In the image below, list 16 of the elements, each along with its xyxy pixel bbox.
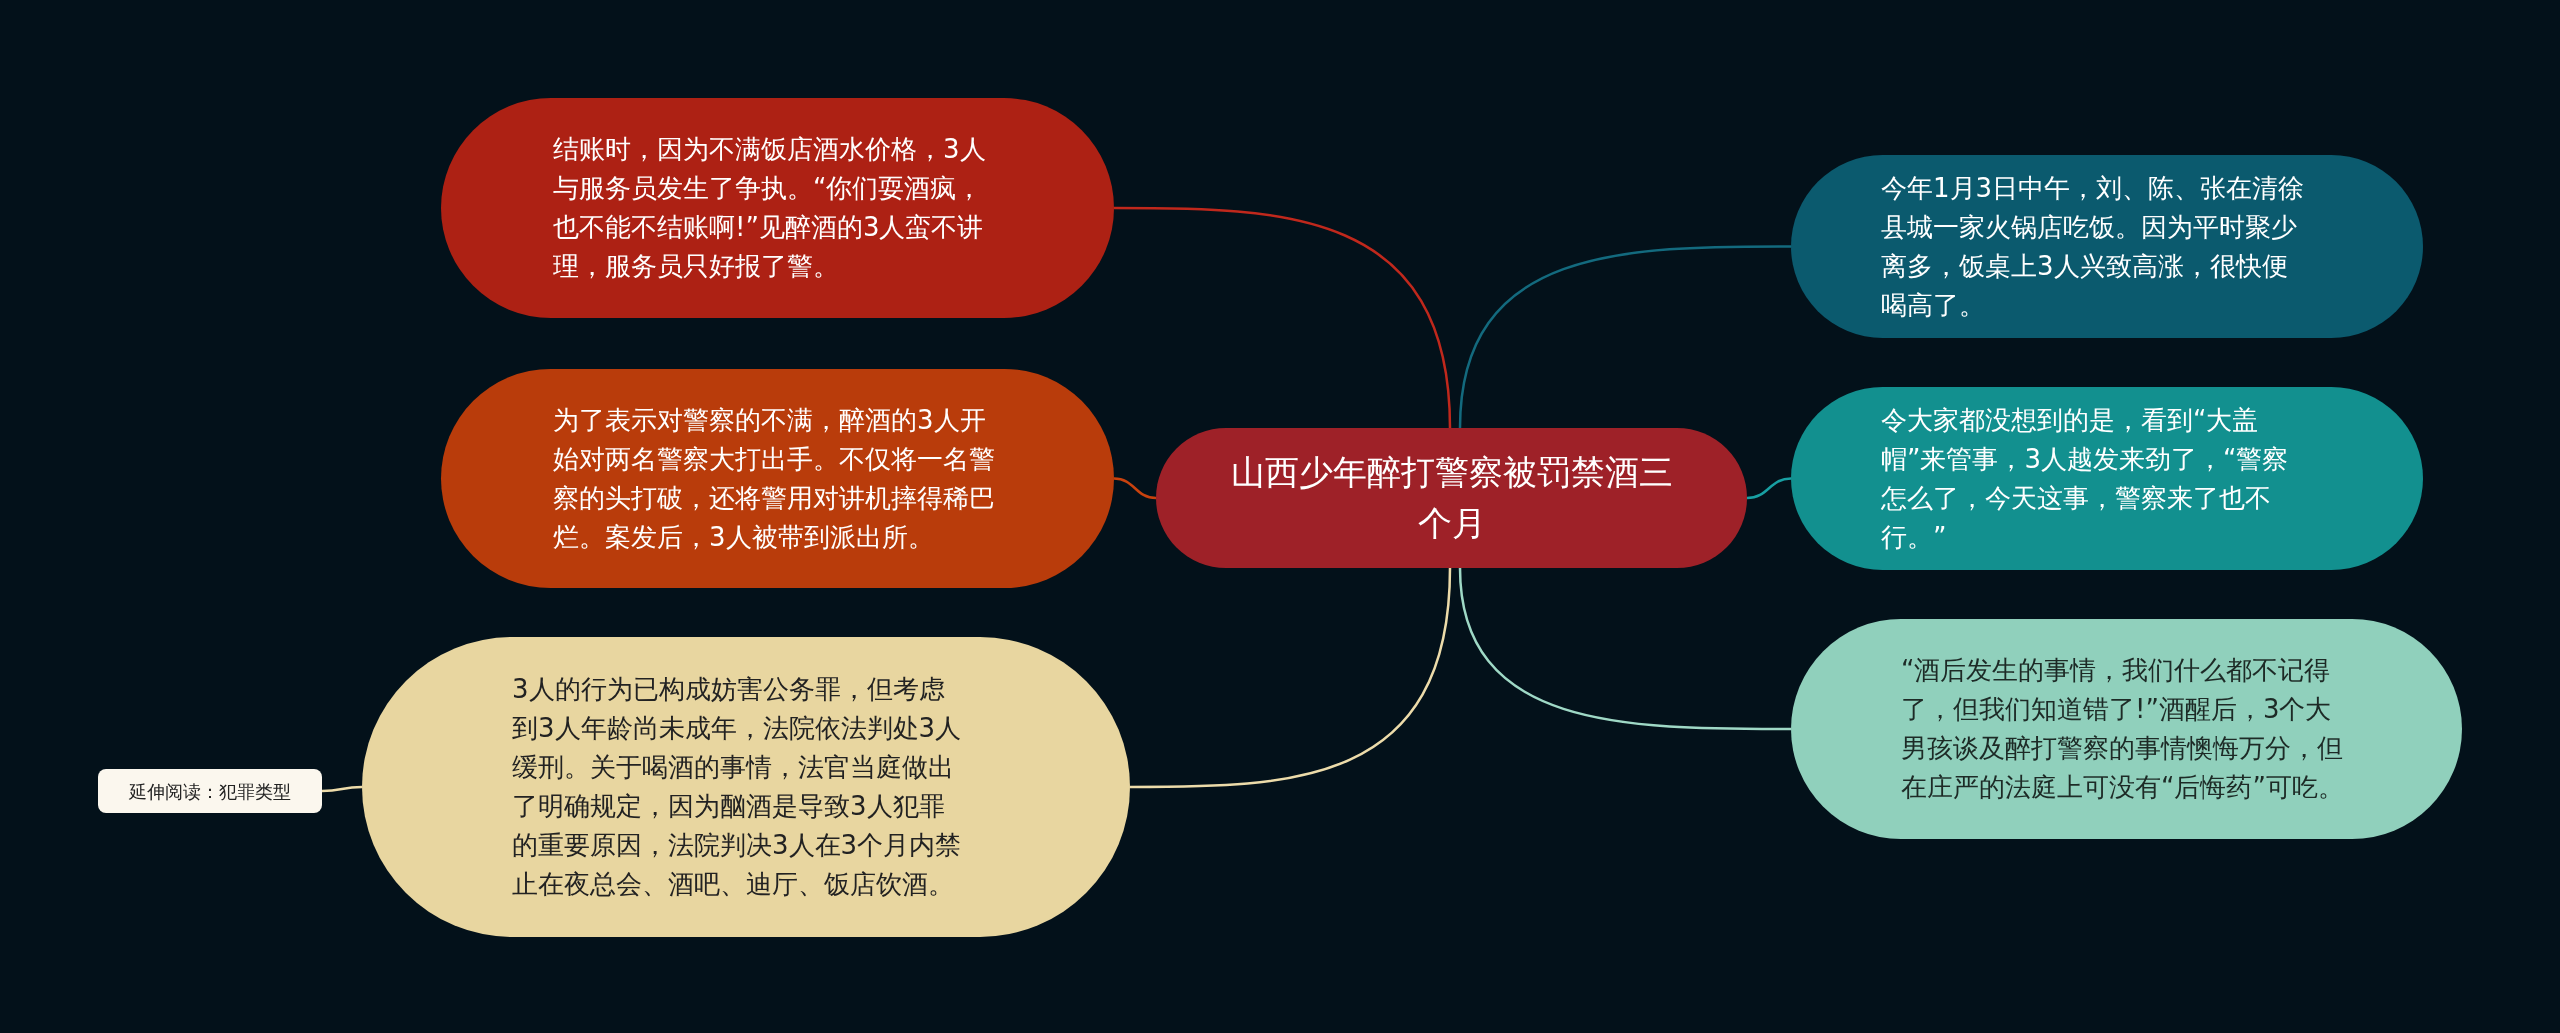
topic-text: 结账时，因为不满饭店酒水价格，3人与服务员发生了争执。“你们耍酒疯，也不能不结账啊!”见醉酒的3人蛮不讲理，服务员只好报了警。 bbox=[553, 133, 987, 283]
connector-line bbox=[1114, 206, 1452, 429]
connector-line bbox=[321, 785, 363, 793]
connector-line bbox=[1113, 477, 1157, 500]
topic-text: 为了表示对警察的不满，醉酒的3人开始对两名警察大打出手。不仅将一名警察的头打破，还将警用对讲机摔得稀巴烂。案发后，3人被带到派出所。 bbox=[553, 403, 996, 554]
connector-line bbox=[1746, 477, 1792, 500]
link-tag bbox=[98, 769, 322, 813]
topic-text: 山西少年醉打警察被罚禁酒三个月 bbox=[1229, 451, 1674, 545]
connector-line bbox=[1130, 567, 1452, 789]
topic-text: “酒后发生的事情，我们什么都不记得了，但我们知道错了!”酒醒后，3个大男孩谈及醉打警察的事情懊悔万分，但在庄严的法庭上可没有“后悔药”可吃。 bbox=[1901, 654, 2345, 804]
connector-line bbox=[1458, 567, 1791, 731]
topic-text: 3人的行为已构成妨害公务罪，但考虑到3人年龄尚未成年，法院依法判处3人缓刑。关于喝酒的事情，法官当庭做出了明确规定，因为酗酒是导致3人犯罪的重要原因，法院判决3人在3个月内禁止在夜总会、酒吧、迪厅、饭店饮酒。 bbox=[512, 673, 963, 901]
topic-text: 今年1月3日中午，刘、陈、张在清徐县城一家火锅店吃饭。因为平时聚少离多，饭桌上3人兴致高涨，很快便喝高了。 bbox=[1881, 171, 2306, 322]
topic-text: 延伸阅读：犯罪类型 bbox=[129, 779, 291, 804]
connector-line bbox=[1458, 245, 1791, 429]
topic-text: 令大家都没想到的是，看到“大盖帽”来管事，3人越发来劲了，“警察怎么了，今天这事，警察来了也不行。” bbox=[1881, 403, 2290, 554]
